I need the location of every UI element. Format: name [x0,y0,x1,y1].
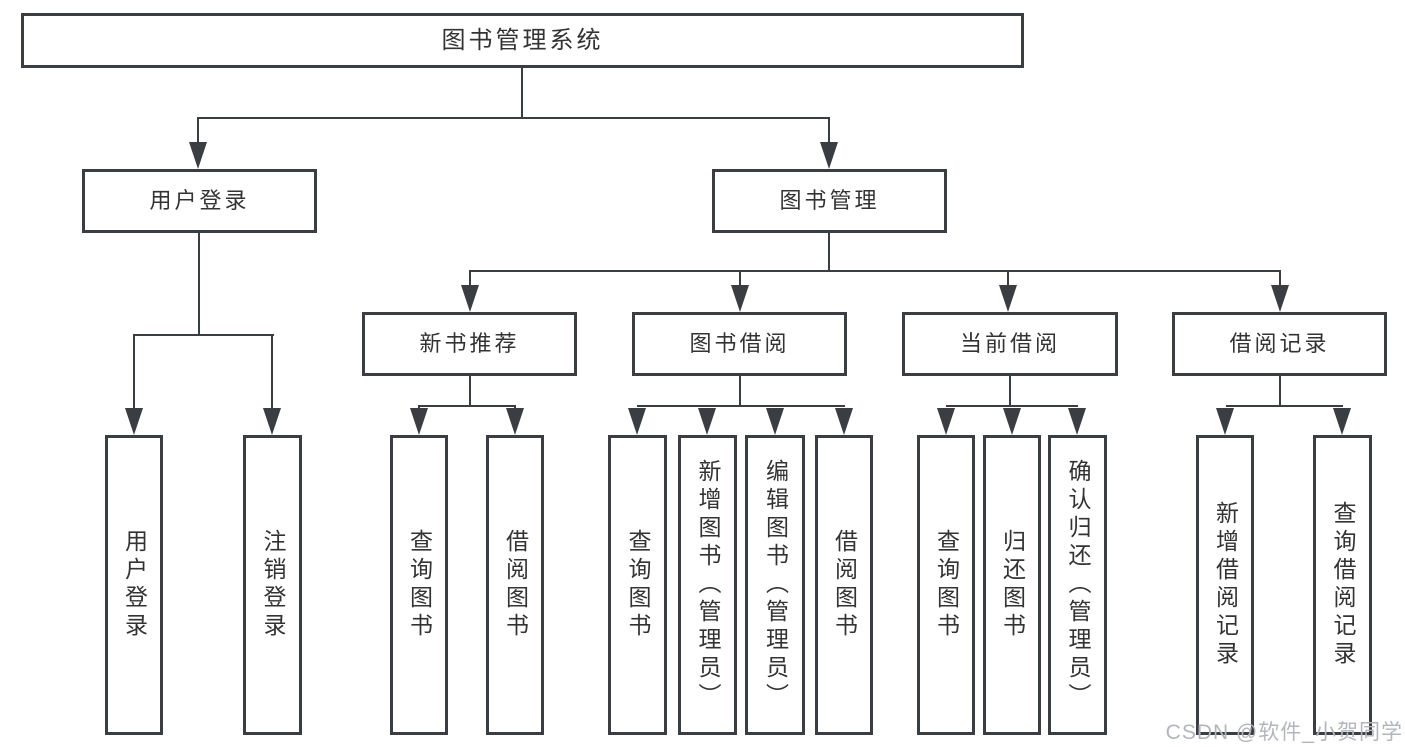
leaf-add-books-admin: 新增图书（管理员） [678,435,737,735]
arrow-down-icon [698,408,716,435]
connector-line [828,117,830,144]
leaf-query-books-recommend: 查询图书 [390,435,448,735]
connector-line [271,334,273,411]
arrow-down-icon [1068,408,1086,435]
arrow-down-icon [820,142,838,169]
node-book-management: 图书管理 [712,169,947,233]
arrow-down-icon [1216,408,1234,435]
arrow-down-icon [263,408,281,435]
arrow-down-icon [506,408,524,435]
node-current-borrowing: 当前借阅 [902,312,1118,376]
connector-line [521,68,523,118]
leaf-logout: 注销登录 [243,435,302,735]
csdn-watermark: CSDN @软件_小贺同学 [1165,721,1403,744]
arrow-down-icon [461,285,479,312]
connector-line [1226,405,1343,407]
connector-line [1007,270,1009,287]
connector-line [1279,270,1281,287]
arrow-down-icon [125,408,143,435]
connector-line [133,334,135,411]
arrow-down-icon [835,408,853,435]
leaf-return-books: 归还图书 [983,435,1041,735]
leaf-query-books-borrowing: 查询图书 [608,435,667,735]
connector-line [739,376,741,407]
leaf-confirm-return-admin: 确认归还（管理员） [1048,435,1107,735]
arrow-down-icon [1271,285,1289,312]
node-user-login: 用户登录 [82,169,317,233]
arrow-down-icon [1333,408,1351,435]
leaf-query-borrow-record: 查询借阅记录 [1313,435,1372,735]
connector-line [828,233,830,272]
node-borrowing-records: 借阅记录 [1172,312,1387,376]
connector-line [469,376,471,407]
arrow-down-icon [410,408,428,435]
arrow-down-icon [628,408,646,435]
connector-line [198,117,830,119]
arrow-down-icon [1003,408,1021,435]
connector-line [1009,376,1011,407]
node-book-borrowing: 图书借阅 [632,312,847,376]
connector-line [739,270,741,287]
arrow-down-icon [937,408,955,435]
arrow-down-icon [189,142,207,169]
connector-line [470,270,1281,272]
connector-line [946,405,1078,407]
leaf-query-books-current: 查询图书 [917,435,975,735]
leaf-edit-books-admin: 编辑图书（管理员） [745,435,805,735]
connector-line [1279,376,1281,407]
arrow-down-icon [731,285,749,312]
connector-line [197,117,199,144]
node-library-management-system: 图书管理系统 [21,13,1024,68]
leaf-add-borrow-record: 新增借阅记录 [1196,435,1254,735]
leaf-borrow-books-recommend: 借阅图书 [486,435,544,735]
connector-line [419,405,516,407]
connector-line [469,270,471,287]
leaf-borrow-books: 借阅图书 [815,435,873,735]
arrow-down-icon [766,408,784,435]
node-new-book-recommendation: 新书推荐 [362,312,577,376]
connector-line [133,334,274,336]
leaf-user-login: 用户登录 [105,435,163,735]
arrow-down-icon [999,285,1017,312]
connector-line [198,233,200,336]
connector-line [637,405,845,407]
